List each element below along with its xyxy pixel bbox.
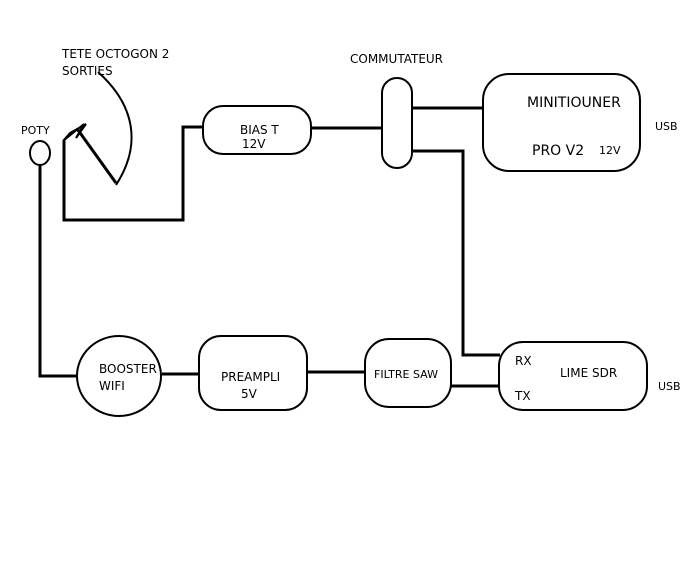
filtre-saw-label: FILTRE SAW [374,368,438,381]
bias-t-voltage: 12V [242,137,266,151]
preampli-block [198,335,308,411]
wires [38,71,500,388]
lime-sdr-block [498,341,648,411]
minitiouner-model: PRO V2 [532,143,584,159]
minitiouner-label: MINITIOUNER [527,95,621,111]
lime-sdr-label: LIME SDR [560,366,617,380]
lnb-title-line2: SORTIES [62,64,113,78]
wire-lnb-to-biast [62,125,203,222]
lime-rx-label: RX [515,354,532,368]
usb-bottom-label: USB [658,380,681,393]
lnb-arrow-shaft [76,129,118,184]
booster-wifi-label: WIFI [99,379,125,393]
commutateur-block [381,77,413,169]
lnb-arrow-head [62,123,87,142]
lnb-title-line1: TETE OCTOGON 2 [61,47,169,61]
labels: TETE OCTOGON 2 SORTIES POTY BIAS T 12V C… [21,47,681,403]
booster-label: BOOSTER [99,362,157,376]
poty-node [29,140,51,166]
filtre-saw-block [364,338,452,408]
wire-poty-to-booster [38,166,78,378]
usb-top-label: USB [655,120,678,133]
preampli-voltage: 5V [241,387,258,401]
wire-commutateur-to-lime-rx [411,149,500,357]
lime-tx-label: TX [514,389,531,403]
booster-wifi-block [76,335,162,417]
preampli-label: PREAMPLI [221,370,280,384]
lnb-curve [97,71,133,186]
bias-t-block [202,105,312,155]
minitiouner-voltage: 12V [599,144,621,157]
blocks [29,73,648,417]
poty-label: POTY [21,124,50,137]
minitiouner-block [482,73,641,172]
commutateur-label: COMMUTATEUR [350,52,443,66]
bias-t-label: BIAS T [240,123,279,137]
